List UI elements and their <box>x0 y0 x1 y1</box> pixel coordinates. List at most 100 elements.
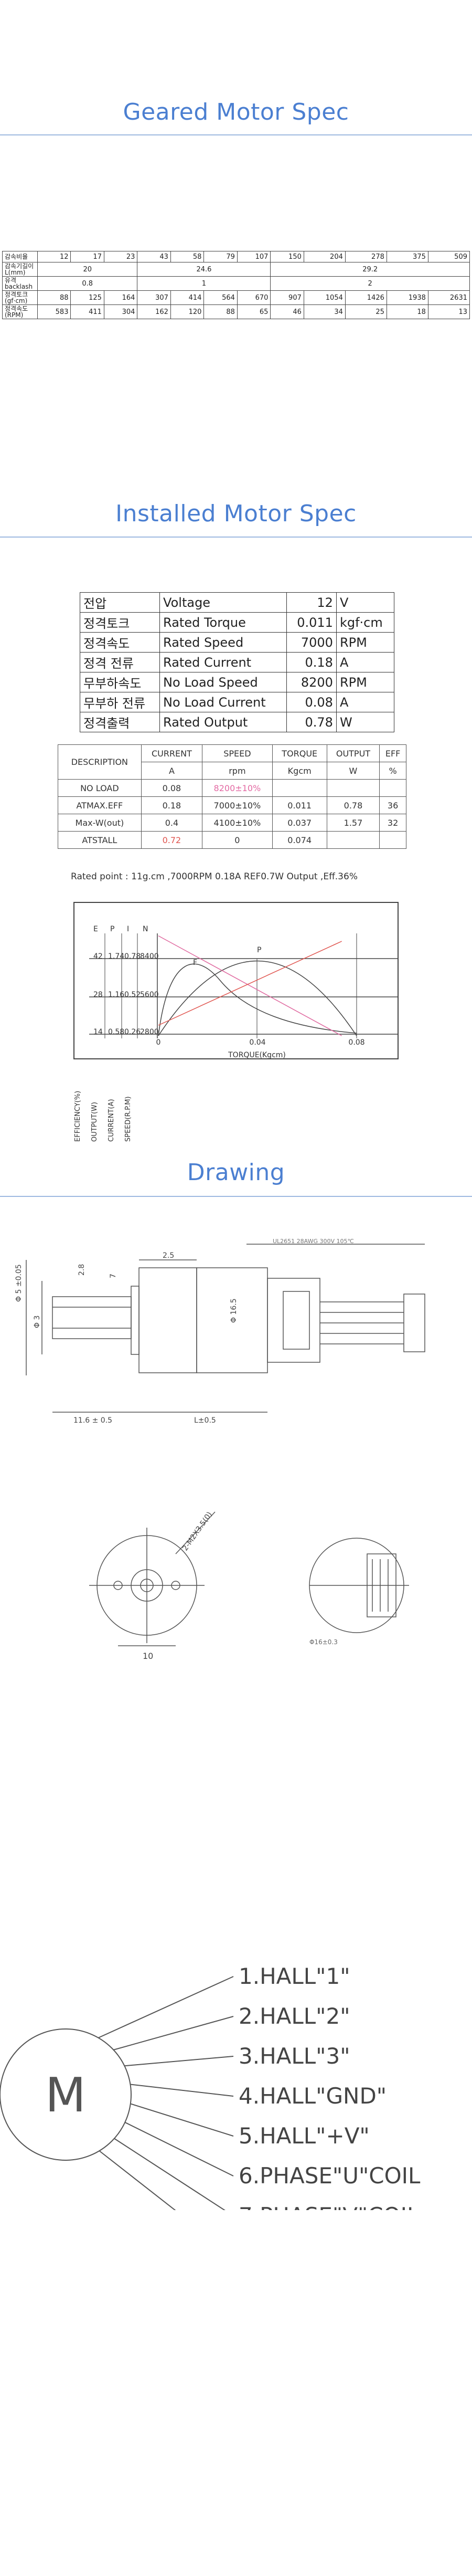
table-cell: Voltage <box>159 592 287 613</box>
row-label: 0.78 <box>124 952 141 961</box>
table-cell: 12 <box>286 592 337 613</box>
table-cell: Rated Current <box>159 652 287 672</box>
geared-spec-table: 감속비율 12 17 23 43 58 79 107 150 204 278 3… <box>2 251 470 319</box>
table-row: Max-W(out) 0.4 4100±10% 0.037 1.57 32 <box>58 814 406 832</box>
table-cell <box>379 831 406 849</box>
x-tick-label: 0.04 <box>249 1038 265 1047</box>
table-cell: 1938 <box>386 290 428 305</box>
wire-label: 4.HALL"GND" <box>239 2083 387 2109</box>
table-cell: 0.037 <box>272 814 327 832</box>
table-cell: 46 <box>270 304 304 319</box>
table-cell: 24.6 <box>137 262 271 277</box>
table-cell: 정격토크 <box>79 612 160 633</box>
table-cell: No Load Current <box>159 692 287 712</box>
table-unit: W <box>326 762 380 780</box>
front-view-drawing: 2-M2X3.5(0) 10 Φ16±0.3 <box>89 1510 409 1661</box>
table-cell: 정격 전류 <box>79 652 160 672</box>
table-cell: 150 <box>270 251 304 262</box>
table-cell: 1 <box>137 276 271 291</box>
table-cell: 43 <box>137 251 171 262</box>
speed-label: 정격속도 (RPM) <box>2 304 38 319</box>
col-header-n: N <box>143 925 148 933</box>
installed-divider <box>0 537 472 538</box>
geared-divider <box>0 134 472 135</box>
row-label: 2800 <box>140 1028 159 1036</box>
wire-line <box>130 2084 234 2097</box>
table-cell: 12 <box>37 251 71 262</box>
table-cell: RPM <box>336 632 395 653</box>
curve-label-p: P <box>257 946 261 954</box>
table-cell: 7000 <box>286 632 337 653</box>
table-cell: Rated Output <box>159 712 287 732</box>
table-cell: 0.011 <box>286 612 337 633</box>
drawing-divider <box>0 1196 472 1197</box>
wire-line <box>124 2056 234 2067</box>
table-cell: 307 <box>137 290 171 305</box>
table-cell: 0.8 <box>37 276 138 291</box>
table-cell: NO LOAD <box>58 779 142 797</box>
wire-label: 3.HALL"3" <box>239 2043 350 2069</box>
row-label: 0.58 <box>108 1028 124 1036</box>
geared-section-title: Geared Motor Spec <box>123 99 349 125</box>
table-cell: Rated Torque <box>159 612 287 633</box>
wire-label: 5.HALL"+V" <box>239 2123 370 2149</box>
table-cell: 20 <box>37 262 138 277</box>
performance-table: DESCRIPTION CURRENT SPEED TORQUE OUTPUT … <box>58 744 406 849</box>
side-view-drawing: Φ 5 ±0.05 Φ 3 2.8 7 2.5 Φ 16.5 11.6 ± 0.… <box>15 1239 425 1425</box>
table-cell: 304 <box>103 304 138 319</box>
table-unit: Kgcm <box>272 762 327 780</box>
table-cell: 583 <box>37 304 71 319</box>
table-cell: 무부하속도 <box>79 672 160 692</box>
table-cell: 8200 <box>286 672 337 692</box>
table-cell: 162 <box>137 304 171 319</box>
table-cell: 79 <box>203 251 238 262</box>
dim-10: 10 <box>143 1651 153 1661</box>
table-cell: 7000±10% <box>202 796 273 814</box>
table-cell <box>379 779 406 797</box>
dim-gear-length: 11.6 ± 0.5 <box>73 1416 112 1425</box>
table-cell: 0.78 <box>286 712 337 732</box>
table-cell: Max-W(out) <box>58 814 142 832</box>
table-unit: A <box>141 762 203 780</box>
dim-screw: 2-M2X3.5(0) <box>181 1510 214 1552</box>
table-cell: 0.18 <box>141 796 203 814</box>
col-header-i: I <box>127 925 129 933</box>
wire-line <box>114 2138 226 2210</box>
table-cell: 375 <box>386 251 428 262</box>
output-curve <box>158 960 357 1036</box>
row-label: 42 <box>93 952 103 961</box>
dim-L: L±0.5 <box>194 1416 216 1425</box>
torque-label: 정격토크 (gf·cm) <box>2 290 38 305</box>
wire-line <box>113 2016 234 2051</box>
table-cell: 278 <box>345 251 387 262</box>
wire-label: 2.HALL"2" <box>239 2003 350 2029</box>
table-row: NO LOAD 0.08 8200±10% <box>58 779 406 797</box>
dim-body-diameter: Φ 16.5 <box>230 1298 238 1323</box>
dim-7: 7 <box>109 1274 117 1278</box>
drawing-section-title: Drawing <box>187 1159 285 1186</box>
table-cell: A <box>336 692 395 712</box>
wire-line <box>99 2150 176 2210</box>
table-cell: 0.08 <box>286 692 337 712</box>
table-cell: 509 <box>427 251 470 262</box>
row-label: 5600 <box>140 991 159 999</box>
table-cell: 65 <box>237 304 271 319</box>
table-cell: 107 <box>237 251 271 262</box>
table-unit: rpm <box>202 762 273 780</box>
dim-shaft-inner: Φ 3 <box>33 1316 41 1328</box>
table-cell: 58 <box>170 251 205 262</box>
col-header-p: P <box>110 925 114 933</box>
dim-2-8: 2.8 <box>78 1264 86 1276</box>
table-cell: 13 <box>427 304 470 319</box>
table-cell: 4100±10% <box>202 814 273 832</box>
table-cell: 164 <box>103 290 138 305</box>
wire-label: 6.PHASE"U"COIL <box>239 2163 421 2189</box>
table-cell: 25 <box>345 304 387 319</box>
row-label: 8400 <box>140 952 159 961</box>
table-cell: 0.18 <box>286 652 337 672</box>
table-header: DESCRIPTION <box>58 744 142 780</box>
